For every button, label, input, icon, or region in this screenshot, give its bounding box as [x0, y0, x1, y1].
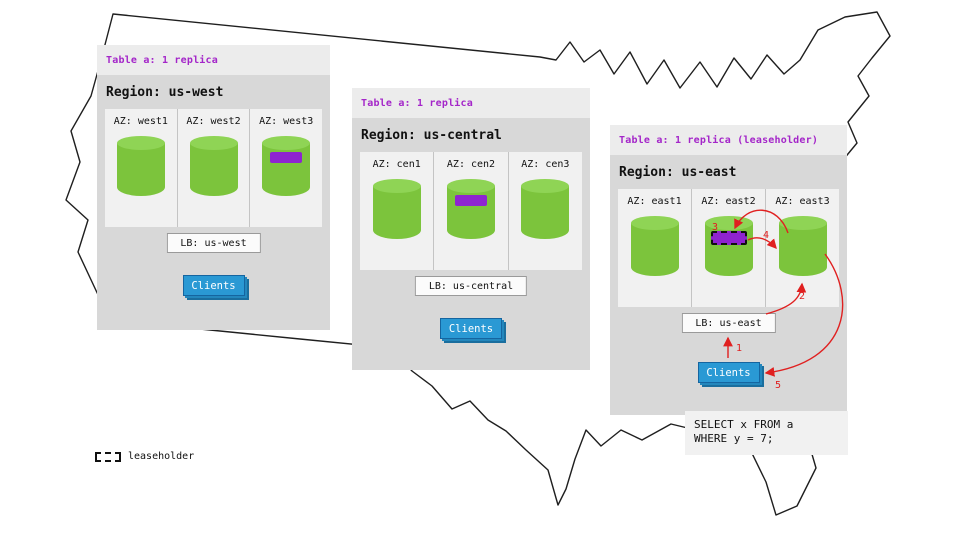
replica-marker — [454, 195, 487, 206]
az-container: AZ: cen1 AZ: cen2 AZ: cen3 — [360, 152, 582, 270]
region-title: Region: us-west — [106, 85, 224, 100]
cylinder-body — [778, 223, 827, 276]
leaseholder-swatch-icon — [95, 451, 121, 462]
az-label: AZ: west3 — [259, 116, 314, 127]
az-label: AZ: west2 — [186, 116, 241, 127]
database-cylinder-icon — [189, 136, 238, 196]
az-column: AZ: west3 — [250, 109, 322, 227]
cylinder-top — [372, 179, 421, 193]
table-replica-header: Table a: 1 replica — [97, 45, 330, 75]
cylinder-body — [189, 143, 238, 196]
cylinder-top — [116, 136, 165, 150]
legend: leaseholder — [95, 451, 194, 462]
database-cylinder-icon — [521, 179, 570, 239]
cylinder-body — [521, 186, 570, 239]
cylinder-top — [630, 216, 679, 230]
az-column: AZ: west2 — [178, 109, 251, 227]
load-balancer-box: LB: us-west — [166, 233, 261, 253]
database-cylinder-icon — [446, 179, 495, 239]
az-column: AZ: cen2 — [434, 152, 509, 270]
table-replica-label: Table a: 1 replica (leaseholder) — [619, 134, 819, 146]
az-label: AZ: cen1 — [372, 159, 421, 170]
database-cylinder-icon — [778, 216, 827, 276]
az-label: AZ: east2 — [701, 196, 756, 207]
table-replica-header: Table a: 1 replica — [352, 88, 590, 118]
az-container: AZ: west1 AZ: west2 AZ: west3 — [105, 109, 322, 227]
load-balancer-box: LB: us-central — [414, 276, 528, 296]
az-label: AZ: west1 — [113, 116, 168, 127]
load-balancer-box: LB: us-east — [681, 313, 776, 333]
az-column: AZ: cen3 — [509, 152, 582, 270]
us-outline-path — [65, 11, 891, 516]
az-column: AZ: west1 — [105, 109, 178, 227]
sql-line-2: WHERE y = 7; — [694, 432, 774, 445]
table-replica-label: Table a: 1 replica — [106, 54, 218, 66]
replica-marker — [270, 152, 303, 163]
region-panel-us-central: Table a: 1 replica Region: us-central AZ… — [352, 88, 590, 370]
az-container: AZ: east1 AZ: east2 AZ: east3 — [618, 189, 839, 307]
cylinder-body — [630, 223, 679, 276]
cylinder-top — [521, 179, 570, 193]
az-label: AZ: east1 — [627, 196, 682, 207]
cylinder-top — [262, 136, 311, 150]
az-column: AZ: east2 — [692, 189, 766, 307]
az-column: AZ: east1 — [618, 189, 692, 307]
table-replica-header: Table a: 1 replica (leaseholder) — [610, 125, 847, 155]
sql-line-1: SELECT x FROM a — [694, 418, 794, 431]
cylinder-top — [704, 216, 753, 230]
sql-query-box: SELECT x FROM a WHERE y = 7; — [685, 411, 848, 455]
cylinder-body — [446, 186, 495, 239]
database-cylinder-icon — [116, 136, 165, 196]
table-replica-label: Table a: 1 replica — [361, 97, 473, 109]
clients-box: Clients — [697, 362, 760, 383]
region-title: Region: us-central — [361, 128, 502, 143]
az-column: AZ: cen1 — [360, 152, 435, 270]
legend-label: leaseholder — [128, 451, 195, 462]
az-label: AZ: east3 — [775, 196, 830, 207]
leaseholder-replica-marker — [710, 231, 747, 245]
cylinder-body — [372, 186, 421, 239]
az-column: AZ: east3 — [766, 189, 839, 307]
cylinder-top — [189, 136, 238, 150]
database-cylinder-icon — [372, 179, 421, 239]
clients-box: Clients — [440, 318, 502, 339]
az-label: AZ: cen2 — [446, 159, 496, 170]
database-cylinder-icon — [630, 216, 679, 276]
region-title: Region: us-east — [619, 165, 737, 180]
az-label: AZ: cen3 — [521, 159, 570, 170]
region-panel-us-east: Table a: 1 replica (leaseholder) Region:… — [610, 125, 847, 415]
cylinder-body — [262, 143, 311, 196]
region-panel-us-west: Table a: 1 replica Region: us-west AZ: w… — [97, 45, 330, 330]
cylinder-top — [446, 179, 495, 193]
database-cylinder-icon — [704, 216, 753, 276]
database-cylinder-icon — [262, 136, 311, 196]
cylinder-top — [778, 216, 827, 230]
clients-box: Clients — [182, 275, 245, 296]
cylinder-body — [116, 143, 165, 196]
